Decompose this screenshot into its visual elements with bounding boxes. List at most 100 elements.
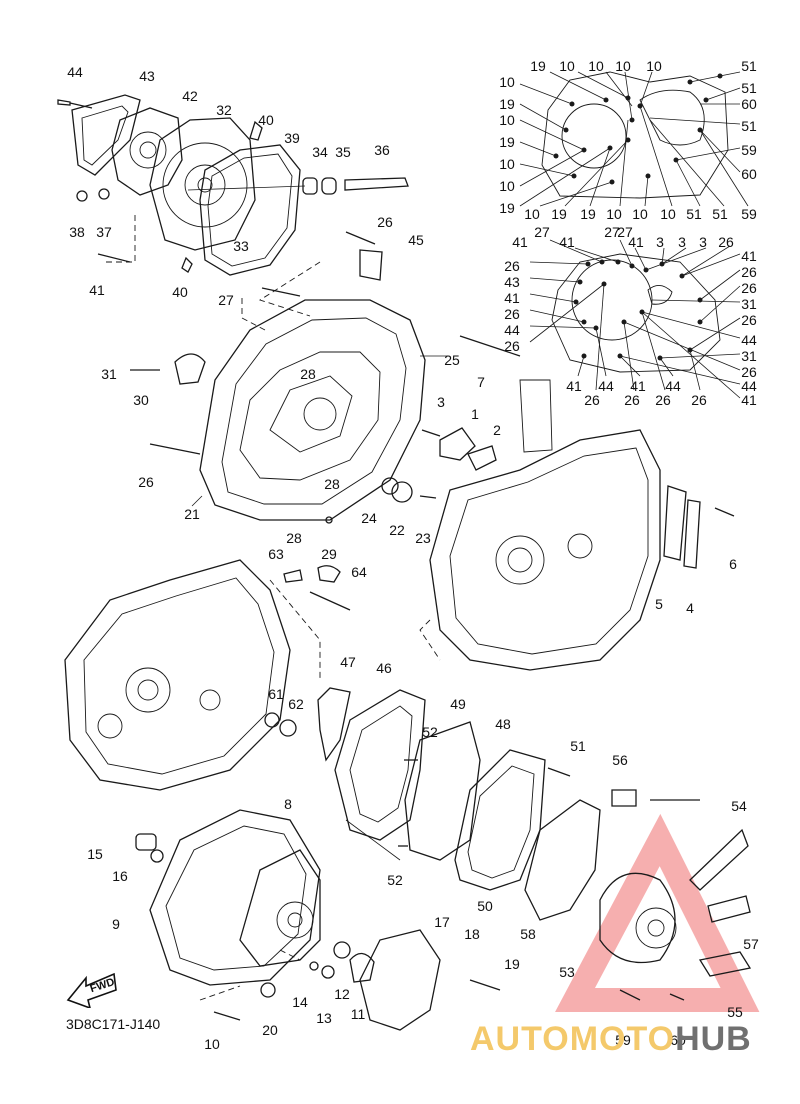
callout-13: 13 <box>316 1010 332 1026</box>
callout-45: 45 <box>408 232 424 248</box>
callout-4: 4 <box>686 600 694 616</box>
callout-26: 26 <box>504 338 520 354</box>
callout-7: 7 <box>477 374 485 390</box>
callout-54: 54 <box>731 798 747 814</box>
callout-39: 39 <box>284 130 300 146</box>
callout-59: 59 <box>741 142 757 158</box>
bolt-pattern-diagram-lower <box>529 239 741 399</box>
callout-41: 41 <box>741 248 757 264</box>
callout-17: 17 <box>434 914 450 930</box>
callout-19: 19 <box>499 134 515 150</box>
callout-37: 37 <box>96 224 112 240</box>
callout-26: 26 <box>655 392 671 408</box>
callout-10: 10 <box>588 58 604 74</box>
callout-58: 58 <box>520 926 536 942</box>
watermark-triangle <box>555 813 760 1012</box>
callout-46: 46 <box>376 660 392 676</box>
callout-19: 19 <box>504 956 520 972</box>
callout-10: 10 <box>606 206 622 222</box>
callout-47: 47 <box>340 654 356 670</box>
callout-41: 41 <box>741 392 757 408</box>
callout-34: 34 <box>312 144 328 160</box>
callout-20: 20 <box>262 1022 278 1038</box>
callout-56: 56 <box>612 752 628 768</box>
callout-31: 31 <box>741 348 757 364</box>
callout-10: 10 <box>559 58 575 74</box>
callout-10: 10 <box>660 206 676 222</box>
callout-51: 51 <box>712 206 728 222</box>
clutch-cover <box>135 809 501 1031</box>
callout-64: 64 <box>351 564 367 580</box>
callout-41: 41 <box>559 234 575 250</box>
callout-5: 5 <box>655 596 663 612</box>
callout-59: 59 <box>615 1032 631 1048</box>
callout-26: 26 <box>138 474 154 490</box>
callout-26: 26 <box>718 234 734 250</box>
callout-36: 36 <box>374 142 390 158</box>
callout-22: 22 <box>389 522 405 538</box>
callout-60: 60 <box>741 96 757 112</box>
callout-10: 10 <box>499 178 515 194</box>
callout-44: 44 <box>665 378 681 394</box>
callout-42: 42 <box>182 88 198 104</box>
callout-26: 26 <box>741 264 757 280</box>
callout-48: 48 <box>495 716 511 732</box>
callout-59: 59 <box>741 206 757 222</box>
callout-41: 41 <box>628 234 644 250</box>
callout-51: 51 <box>570 738 586 754</box>
callout-12: 12 <box>334 986 350 1002</box>
callout-51: 51 <box>686 206 702 222</box>
callout-10: 10 <box>615 58 631 74</box>
callout-51: 51 <box>741 118 757 134</box>
callout-51: 51 <box>741 58 757 74</box>
callout-44: 44 <box>504 322 520 338</box>
callout-43: 43 <box>504 274 520 290</box>
callout-10: 10 <box>646 58 662 74</box>
callout-26: 26 <box>741 364 757 380</box>
callout-57: 57 <box>743 936 759 952</box>
right-crankcase <box>419 379 661 671</box>
callout-44: 44 <box>67 64 83 80</box>
callout-43: 43 <box>139 68 155 84</box>
callout-41: 41 <box>512 234 528 250</box>
callout-27: 27 <box>617 224 633 240</box>
watermark-logo: AUTOMOTOHUB <box>470 1020 752 1059</box>
callout-2: 2 <box>493 422 501 438</box>
callout-21: 21 <box>184 506 200 522</box>
callout-6: 6 <box>729 556 737 572</box>
callout-27: 27 <box>534 224 550 240</box>
callout-3: 3 <box>437 394 445 410</box>
callout-61: 61 <box>268 686 284 702</box>
callout-26: 26 <box>504 258 520 274</box>
callout-51: 51 <box>741 80 757 96</box>
callout-26: 26 <box>691 392 707 408</box>
callout-40: 40 <box>172 284 188 300</box>
callout-10: 10 <box>632 206 648 222</box>
watermark-part1: AUTOMOTO <box>470 1020 676 1058</box>
callout-50: 50 <box>477 898 493 914</box>
callout-26: 26 <box>377 214 393 230</box>
callout-60: 60 <box>670 1032 686 1048</box>
callout-3: 3 <box>678 234 686 250</box>
diagram-code: 3D8C171-J140 <box>66 1016 161 1032</box>
callout-52: 52 <box>387 872 403 888</box>
callout-1: 1 <box>471 406 479 422</box>
callout-10: 10 <box>524 206 540 222</box>
watermark-part2: HUB <box>675 1020 752 1058</box>
callout-28: 28 <box>324 476 340 492</box>
callout-31: 31 <box>101 366 117 382</box>
bolt-pattern-diagram-upper <box>519 71 749 207</box>
callout-62: 62 <box>288 696 304 712</box>
callout-44: 44 <box>741 332 757 348</box>
callout-25: 25 <box>444 352 460 368</box>
callout-19: 19 <box>551 206 567 222</box>
callout-8: 8 <box>284 796 292 812</box>
callout-10: 10 <box>499 74 515 90</box>
callout-53: 53 <box>559 964 575 980</box>
callout-49: 49 <box>450 696 466 712</box>
callout-63: 63 <box>268 546 284 562</box>
callout-10: 10 <box>204 1036 220 1052</box>
callout-27: 27 <box>218 292 234 308</box>
